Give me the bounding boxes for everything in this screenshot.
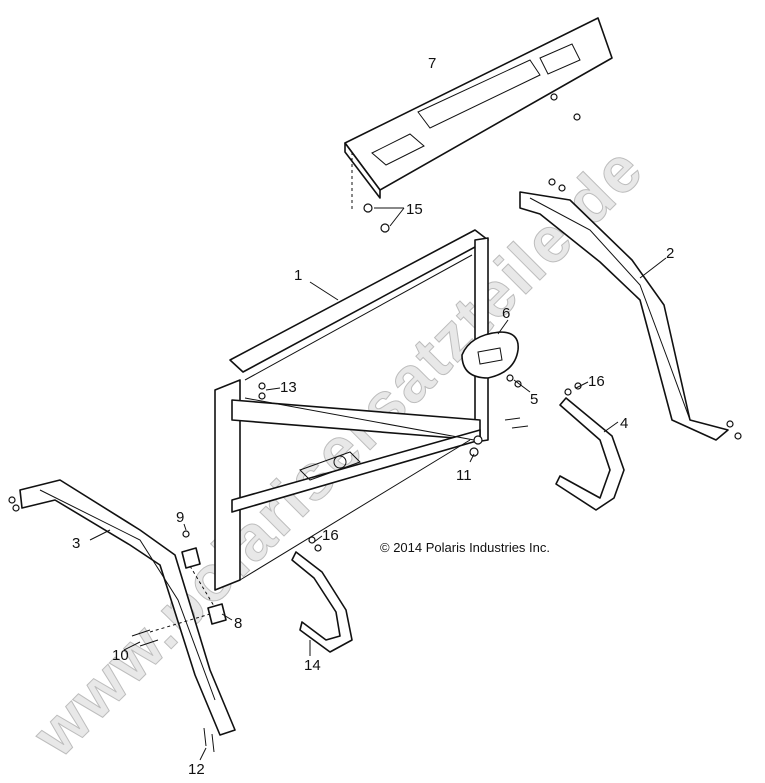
callout-15-leader (374, 207, 405, 227)
callout-16a-leader (575, 381, 589, 389)
part-3-left-roll-bar[interactable] (8, 479, 236, 736)
callout-5-leader (513, 379, 531, 393)
part-16-fasteners-lower[interactable] (308, 536, 322, 552)
callout-6-leader (497, 319, 509, 335)
callout-3: 3 (72, 535, 80, 552)
callout-16-lower: 16 (322, 527, 339, 544)
part-12-fasteners[interactable] (203, 727, 215, 753)
part-9-fastener[interactable] (182, 530, 190, 538)
callout-2-leader (639, 257, 667, 279)
callout-4: 4 (620, 415, 628, 432)
callout-16-upper: 16 (588, 373, 605, 390)
part-13-fasteners[interactable] (258, 382, 266, 400)
callout-10-leader (123, 641, 141, 651)
callout-12-leader (199, 747, 207, 761)
callout-9-leader (183, 523, 187, 531)
callout-12: 12 (188, 761, 205, 778)
callout-6: 6 (502, 305, 510, 322)
callout-4-leader (603, 421, 619, 433)
callout-5: 5 (530, 391, 538, 408)
callout-11-leader (469, 453, 475, 463)
callout-8: 8 (234, 615, 242, 632)
callout-7: 7 (428, 55, 436, 72)
copyright-notice: © 2014 Polaris Industries Inc. (380, 540, 550, 555)
part-6-headrest[interactable] (461, 331, 519, 379)
part-15-fasteners[interactable] (363, 93, 581, 233)
callout-8-leader (221, 613, 233, 621)
part-14-left-grab-handle[interactable] (291, 551, 353, 653)
callout-1: 1 (294, 267, 302, 284)
callout-1-leader (309, 281, 339, 301)
callout-11: 11 (456, 467, 472, 484)
callout-14: 14 (304, 657, 321, 674)
callout-9: 9 (176, 509, 184, 526)
callout-3-leader (89, 529, 111, 541)
part-4-right-grab-handle[interactable] (555, 397, 625, 511)
callout-13: 13 (280, 379, 297, 396)
part-8-bracket[interactable] (181, 547, 227, 625)
part-7-rear-panel[interactable] (344, 17, 613, 199)
callout-2: 2 (666, 245, 674, 262)
callout-13-leader (265, 387, 281, 391)
part-5-fasteners[interactable] (506, 374, 522, 388)
part-11-fasteners[interactable] (469, 417, 529, 457)
part-10-fasteners[interactable] (131, 613, 211, 647)
callout-10: 10 (112, 647, 129, 664)
callout-16b-leader (313, 535, 323, 543)
part-2-right-roll-bar[interactable] (519, 178, 742, 441)
part-16-fasteners-upper[interactable] (564, 382, 582, 396)
callout-15: 15 (406, 201, 423, 218)
